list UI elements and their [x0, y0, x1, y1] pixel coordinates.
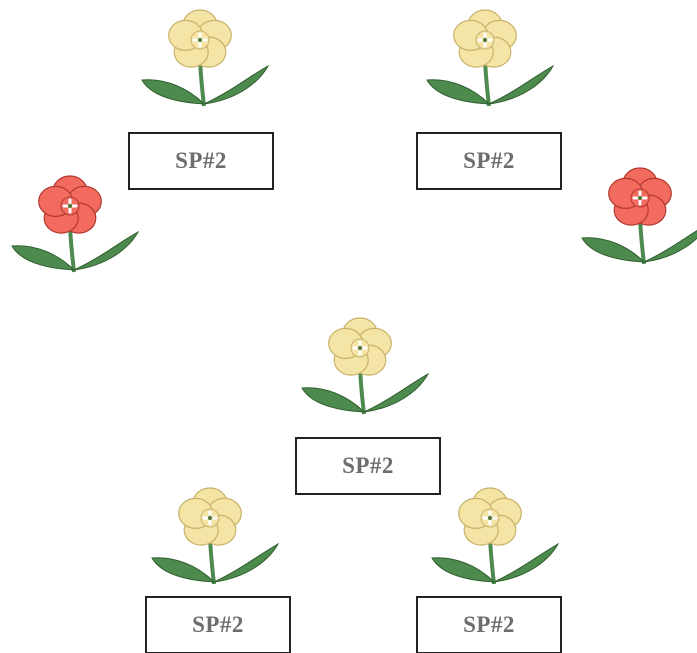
- label-box: SP#2: [416, 596, 562, 653]
- yellow-flower-icon: [415, 2, 555, 112]
- label-text: SP#2: [342, 453, 394, 478]
- label-box: SP#2: [145, 596, 291, 653]
- label-text: SP#2: [463, 612, 515, 637]
- label-box: SP#2: [295, 437, 441, 495]
- label-text: SP#2: [192, 612, 244, 637]
- yellow-flower-icon: [130, 2, 270, 112]
- label-text: SP#2: [175, 148, 227, 173]
- label-text: SP#2: [463, 148, 515, 173]
- label-box: SP#2: [416, 132, 562, 190]
- red-flower-icon: [570, 160, 697, 270]
- label-box: SP#2: [128, 132, 274, 190]
- yellow-flower-icon: [290, 310, 430, 420]
- yellow-flower-icon: [140, 480, 280, 590]
- yellow-flower-icon: [420, 480, 560, 590]
- red-flower-icon: [0, 168, 140, 278]
